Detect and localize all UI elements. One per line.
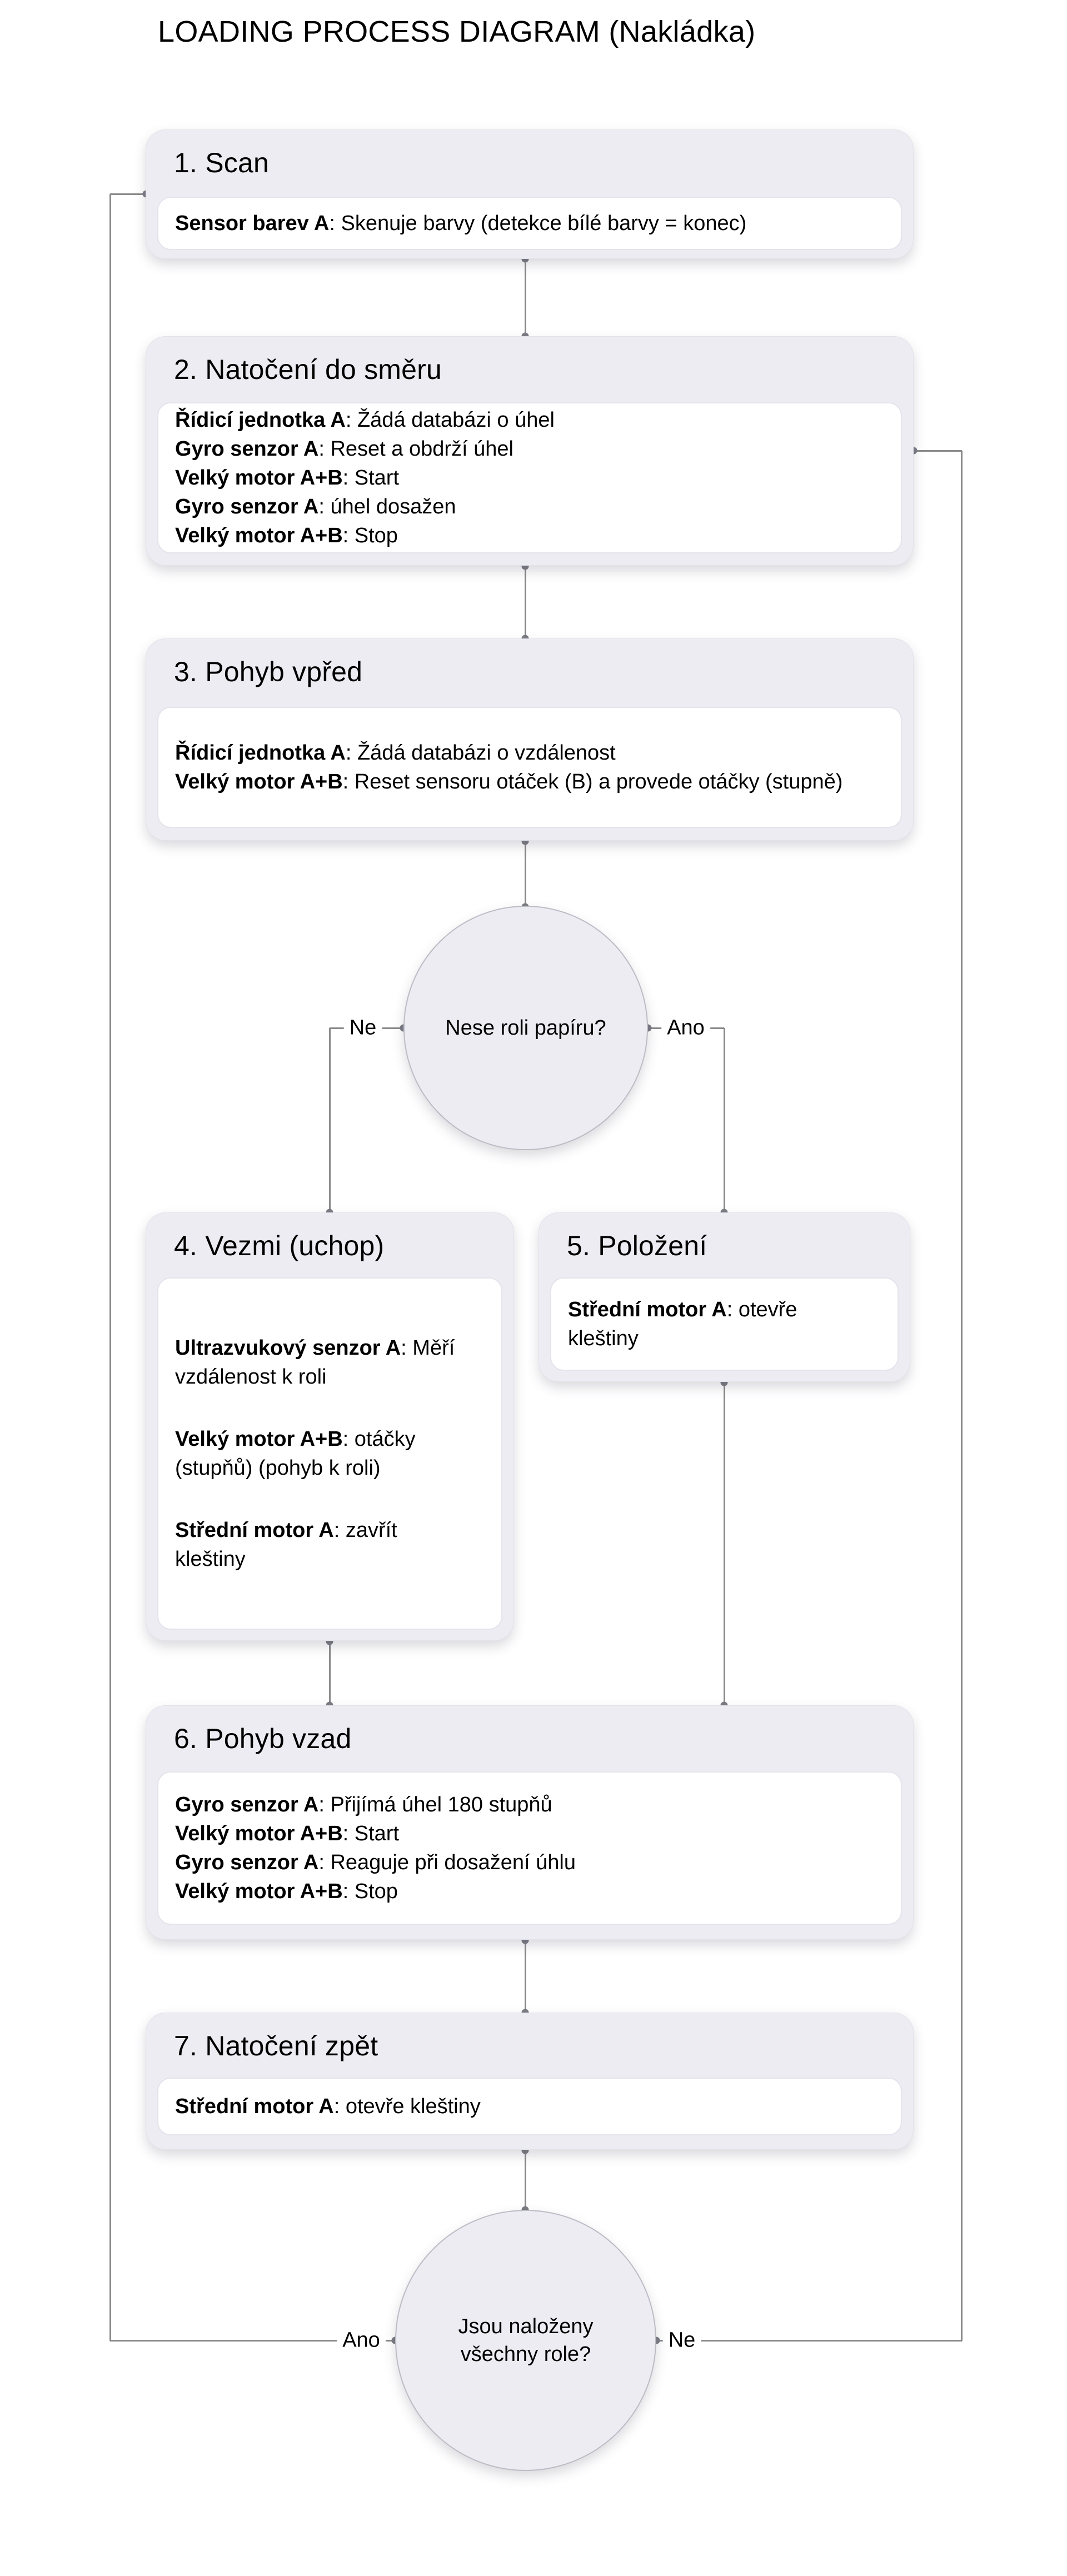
detail-line: Střední motor A: otevře kleštiny <box>568 1298 797 1350</box>
detail-line: Velký motor A+B: Start <box>175 1822 400 1845</box>
step-turn-back-details: Střední motor A: otevře kleštiny <box>157 2078 902 2135</box>
detail-line: Ultrazvukový senzor A: Měří vzdálenost k… <box>175 1336 455 1389</box>
loop-left-vertical <box>109 194 111 2341</box>
step-place: 5. Položení Střední motor A: otevře kleš… <box>539 1212 910 1382</box>
step-move-forward-title: 3. Pohyb vpřed <box>174 656 363 687</box>
decision-carrying-roll-text: Nese roli papíru? <box>445 1016 606 1040</box>
loop-right-vertical <box>961 451 963 2341</box>
detail-line: Gyro senzor A: Přijímá úhel 180 stupňů <box>175 1793 552 1816</box>
decision-carrying-roll: Nese roli papíru? <box>403 906 648 1150</box>
decision-all-loaded: Jsou naloženy všechny role? <box>395 2210 656 2471</box>
step-turn-to-direction-title: 2. Natočení do směru <box>174 354 442 385</box>
step-move-backward: 6. Pohyb vzad Gyro senzor A: Přijímá úhe… <box>146 1705 914 1940</box>
step-scan-details: Sensor barev A: Skenuje barvy (detekce b… <box>157 197 902 250</box>
connector-take-to-backward <box>329 1641 331 1705</box>
diagram-title: LOADING PROCESS DIAGRAM (Nakládka) <box>158 15 756 48</box>
step-scan: 1. Scan Sensor barev A: Skenuje barvy (d… <box>146 129 914 259</box>
step-move-backward-title: 6. Pohyb vzad <box>174 1723 352 1754</box>
detail-line: Gyro senzor A: Reaguje při dosažení úhlu <box>175 1851 576 1874</box>
step-take-details: Ultrazvukový senzor A: Měří vzdálenost k… <box>157 1277 502 1630</box>
detail-line: Velký motor A+B: Start <box>175 466 400 490</box>
detail-line: Řídicí jednotka A: Žádá databázi o úhel <box>175 408 555 432</box>
connector-turnback-to-decision2 <box>525 2150 526 2210</box>
step-turn-back: 7. Natočení zpět Střední motor A: otevře… <box>146 2013 914 2150</box>
step-move-backward-details: Gyro senzor A: Přijímá úhel 180 stupňů V… <box>157 1771 902 1925</box>
step-turn-to-direction: 2. Natočení do směru Řídicí jednotka A: … <box>146 336 914 566</box>
detail-line: Střední motor A: otevře kleštiny <box>175 2095 481 2118</box>
step-scan-title: 1. Scan <box>174 147 269 178</box>
detail-line: Velký motor A+B: Stop <box>175 1880 398 1903</box>
edge-label-ano-carrying: Ano <box>661 1015 710 1041</box>
connector-decision2-ano-horizontal <box>110 2340 395 2342</box>
connector-forward-to-decision1 <box>525 841 526 907</box>
step-move-forward-details: Řídicí jednotka A: Žádá databázi o vzdál… <box>157 707 902 828</box>
connector-backward-to-turnback <box>525 1940 526 2013</box>
loop-left-into-scan <box>110 193 147 195</box>
step-take: 4. Vezmi (uchop) Ultrazvukový senzor A: … <box>146 1212 514 1641</box>
edge-label-ne-all-loaded: Ne <box>662 2327 701 2354</box>
detail-line: Gyro senzor A: Reset a obdrží úhel <box>175 437 513 461</box>
detail-line: Sensor barev A: Skenuje barvy (detekce b… <box>175 212 747 235</box>
connector-decision1-ano-vertical <box>724 1028 725 1212</box>
step-move-forward: 3. Pohyb vpřed Řídicí jednotka A: Žádá d… <box>146 638 914 841</box>
detail-line: Velký motor A+B: Stop <box>175 524 398 547</box>
detail-line: Velký motor A+B: Reset sensoru otáček (B… <box>175 770 843 793</box>
connector-place-to-backward <box>724 1382 725 1705</box>
detail-line: Řídicí jednotka A: Žádá databázi o vzdál… <box>175 741 616 765</box>
connector-decision1-ne-vertical <box>329 1028 331 1212</box>
edge-label-ano-all-loaded: Ano <box>337 2327 386 2354</box>
step-place-details: Střední motor A: otevře kleštiny <box>550 1277 899 1371</box>
loop-right-into-turn <box>914 450 962 452</box>
connector-decision2-ne-horizontal <box>656 2340 962 2342</box>
decision-all-loaded-text: Jsou naloženy všechny role? <box>458 2315 594 2366</box>
step-turn-back-title: 7. Natočení zpět <box>174 2030 378 2061</box>
step-place-title: 5. Položení <box>567 1230 707 1261</box>
detail-line: Gyro senzor A: úhel dosažen <box>175 495 456 518</box>
connector-scan-to-turn <box>525 259 526 336</box>
detail-line: Velký motor A+B: otáčky (stupňů) (pohyb … <box>175 1427 416 1480</box>
edge-label-ne-carrying: Ne <box>343 1015 382 1041</box>
step-take-title: 4. Vezmi (uchop) <box>174 1230 385 1261</box>
detail-line: Střední motor A: zavřít kleštiny <box>175 1519 397 1571</box>
step-turn-to-direction-details: Řídicí jednotka A: Žádá databázi o úhel … <box>157 402 902 553</box>
connector-turn-to-forward <box>525 566 526 638</box>
